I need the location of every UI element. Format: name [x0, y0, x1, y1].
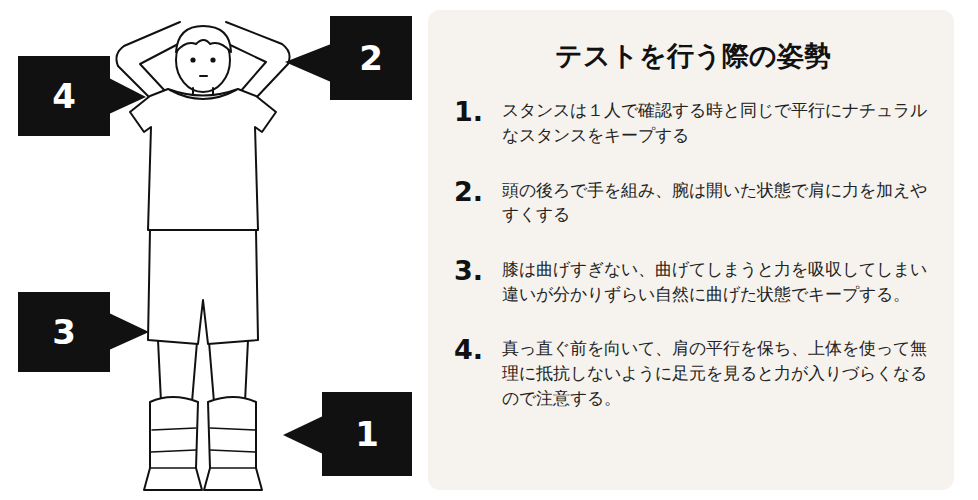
callout-number: 1: [355, 417, 379, 451]
callout-box: 1: [322, 392, 412, 476]
shorts: [148, 230, 258, 344]
item-text: 膝は曲げすぎない、曲げてしまうと力を吸収してしまい違いが分かりずらい自然に曲げた…: [502, 257, 932, 306]
ski-boot: [144, 397, 202, 490]
callout-number: 2: [359, 41, 383, 75]
mouth: [200, 75, 207, 77]
instruction-panel: テストを行う際の姿勢 1.スタンスは１人で確認する時と同じで平行にナチュラルなスタ…: [428, 10, 954, 490]
item-number: 1.: [454, 98, 498, 147]
item-number: 2.: [454, 178, 498, 227]
eye: [211, 58, 214, 61]
instruction-list: 1.スタンスは１人で確認する時と同じで平行にナチュラルなスタンスをキープする2.…: [454, 98, 932, 410]
boot-buckles: [210, 428, 256, 468]
collar: [170, 90, 236, 99]
callout-box: 4: [18, 56, 110, 136]
item-text: 頭の後ろで手を組み、腕は開いた状態で肩に力を加えやすくする: [502, 178, 932, 227]
eye: [191, 58, 194, 61]
item-text: 真っ直ぐ前を向いて、肩の平行を保ち、上体を使って無理に抵抗しないように足元を見る…: [502, 336, 932, 410]
item-number: 3.: [454, 257, 498, 306]
right-arm: [226, 22, 290, 100]
t-shirt: [130, 89, 276, 230]
callout-pointer: [109, 313, 149, 350]
callout-number: 4: [52, 79, 76, 113]
boot-buckles: [150, 428, 196, 468]
callout-pointer: [285, 44, 331, 82]
callout-box: 3: [18, 292, 110, 372]
callout-pointer: [109, 78, 146, 114]
item-text: スタンスは１人で確認する時と同じで平行にナチュラルなスタンスをキープする: [502, 98, 932, 147]
ski-boot: [204, 397, 262, 490]
item-number: 4.: [454, 336, 498, 410]
legs: [158, 340, 248, 402]
callout-number: 3: [52, 315, 76, 349]
callout-pointer: [283, 416, 323, 454]
hair: [176, 26, 231, 52]
callout-box: 2: [330, 16, 412, 100]
panel-title: テストを行う際の姿勢: [454, 40, 932, 72]
